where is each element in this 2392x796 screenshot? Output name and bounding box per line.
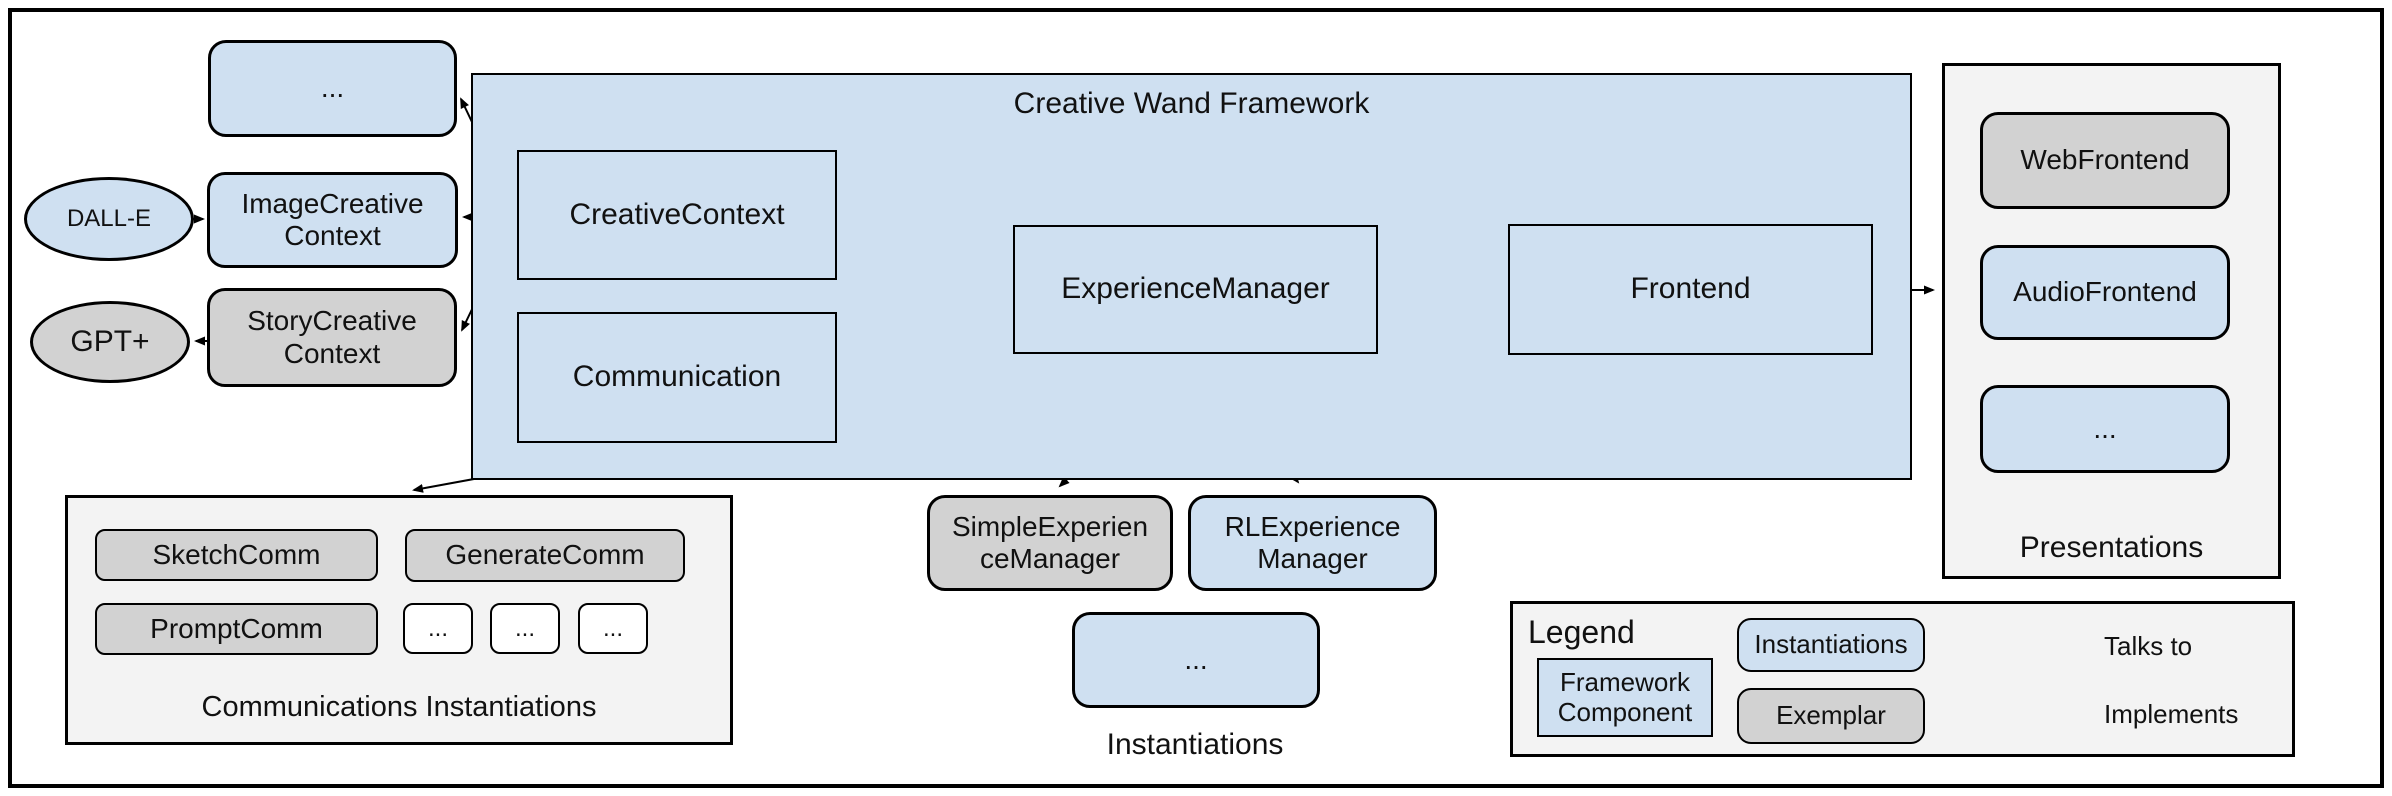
legend-framework-component-box: Framework Component: [1537, 658, 1713, 737]
creative-context-label: CreativeContext: [569, 197, 785, 231]
audiofrontend-label: AudioFrontend: [2013, 276, 2197, 308]
communication-label: Communication: [572, 360, 782, 394]
experience-more-label: ...: [1184, 643, 1208, 675]
gpt-label: GPT+: [70, 324, 150, 358]
simple-experience-manager-box: SimpleExperien ceManager: [927, 495, 1173, 591]
comm-more-label-1: ...: [427, 614, 448, 642]
communication-box: Communication: [517, 312, 837, 443]
story-creative-context-box: StoryCreative Context: [207, 288, 457, 387]
comm-more-label-2: ...: [514, 614, 535, 642]
experience-manager-box: ExperienceManager: [1013, 225, 1378, 354]
frontend-box: Frontend: [1508, 224, 1873, 355]
legend-implements-label: Implements: [2104, 699, 2239, 729]
framework-title: Creative Wand Framework: [1013, 87, 1370, 120]
story-creative-context-label: StoryCreative Context: [247, 305, 417, 369]
dalle-label: DALL-E: [66, 205, 152, 233]
presentations-label: Presentations: [2019, 531, 2204, 564]
presentations-more-box: ...: [1980, 385, 2230, 473]
sketchcomm-label: SketchComm: [152, 538, 321, 570]
audiofrontend-box: AudioFrontend: [1980, 245, 2230, 340]
creative-context-box: CreativeContext: [517, 150, 837, 280]
legend-exemplar-box: Exemplar: [1737, 688, 1925, 744]
comm-more-box-3: ...: [578, 603, 648, 654]
simple-experience-manager-label: SimpleExperien ceManager: [951, 510, 1149, 574]
legend-instantiations-box: Instantiations: [1737, 618, 1925, 672]
context-more-label: ...: [320, 72, 345, 104]
rl-experience-manager-label: RLExperience Manager: [1224, 510, 1401, 574]
instantiations-label: Instantiations: [1106, 728, 1284, 761]
legend-instantiations-label: Instantiations: [1754, 629, 1908, 660]
rl-experience-manager-box: RLExperience Manager: [1188, 495, 1437, 591]
experience-manager-label: ExperienceManager: [1061, 272, 1330, 306]
comm-more-box-1: ...: [403, 603, 473, 654]
presentations-more-label: ...: [2093, 412, 2117, 444]
communications-instantiations-label: Communications Instantiations: [201, 691, 597, 723]
image-creative-context-label: ImageCreative Context: [241, 187, 424, 251]
legend-title: Legend: [1528, 614, 1635, 650]
webfrontend-label: WebFrontend: [2020, 144, 2190, 176]
frontend-label: Frontend: [1630, 272, 1751, 306]
gpt-ellipse: GPT+: [30, 301, 190, 383]
generatecomm-box: GenerateComm: [405, 529, 685, 582]
legend-talks-to-label: Talks to: [2104, 631, 2193, 661]
image-creative-context-box: ImageCreative Context: [207, 172, 458, 268]
dalle-ellipse: DALL-E: [24, 177, 194, 261]
legend-exemplar-label: Exemplar: [1776, 700, 1886, 731]
legend-framework-component-label: Framework Component: [1557, 666, 1693, 727]
outer-border: [8, 8, 2384, 788]
promptcomm-label: PromptComm: [150, 612, 323, 644]
context-more-box: ...: [208, 40, 457, 137]
experience-more-box: ...: [1072, 612, 1320, 708]
generatecomm-label: GenerateComm: [445, 539, 645, 571]
webfrontend-box: WebFrontend: [1980, 112, 2230, 209]
sketchcomm-box: SketchComm: [95, 529, 378, 581]
comm-more-label-3: ...: [602, 614, 623, 642]
comm-more-box-2: ...: [490, 603, 560, 654]
promptcomm-box: PromptComm: [95, 603, 378, 655]
